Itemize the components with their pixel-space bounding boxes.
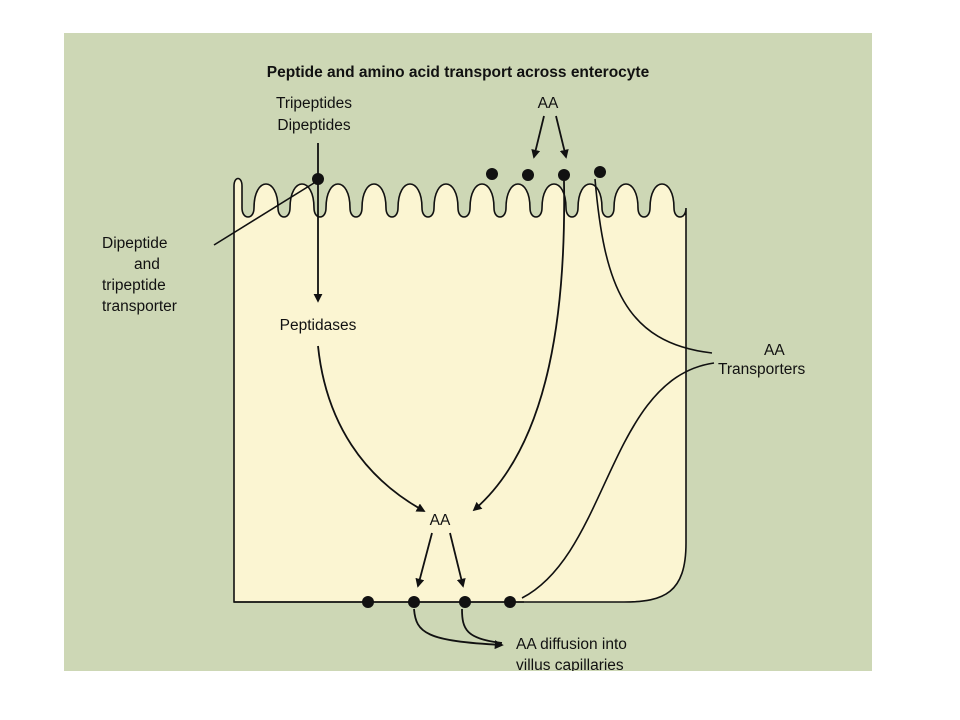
dipeptide-transporter-pointer (213, 182, 315, 246)
peptidases-to-aa-arrow (317, 345, 426, 512)
basolateral-aa-transporter-dot-3 (459, 596, 471, 608)
tripeptides-label: Tripeptides (276, 95, 352, 112)
diffusion-arrow-2 (461, 608, 503, 644)
dipeptide-transporter-dot (312, 173, 324, 185)
aa-out-arrow-1 (415, 532, 433, 588)
diffusion-label-line2: villus capillaries (516, 657, 624, 671)
transporter-label-line1: Dipeptide (102, 235, 168, 252)
basolateral-aa-transporter-dot-4 (504, 596, 516, 608)
enterocyte-diagram: Peptide and amino acid transport across … (64, 33, 872, 671)
aa-in-arrow-1 (531, 115, 545, 159)
aa-transporters-label-line1: AA (764, 342, 785, 359)
enterocyte-cell (233, 177, 687, 603)
aa-out-arrow-2 (449, 532, 466, 588)
dipeptides-label: Dipeptides (277, 117, 350, 134)
basolateral-transporter-pointer (521, 362, 715, 599)
apical-aa-transporter-dot-4 (594, 166, 606, 178)
transporter-label-line4: transporter (102, 298, 177, 315)
transporter-label-line2: and (134, 256, 160, 273)
diagram-canvas: Peptide and amino acid transport across … (102, 64, 806, 671)
diagram-title: Peptide and amino acid transport across … (267, 64, 650, 81)
transporter-label-line3: tripeptide (102, 277, 166, 294)
apical-aa-transporter-dot-2 (522, 169, 534, 181)
aa-center-label: AA (430, 512, 451, 529)
aa-in-arrow-2 (555, 115, 569, 159)
apical-aa-transporter-dot-1 (486, 168, 498, 180)
apical-aa-to-center-arrow (472, 180, 566, 512)
apical-transporter-pointer (594, 178, 713, 354)
aa-top-label: AA (538, 95, 559, 112)
basolateral-aa-transporter-dot-1 (362, 596, 374, 608)
basolateral-aa-transporter-dot-2 (408, 596, 420, 608)
apical-aa-transporter-dot-3 (558, 169, 570, 181)
aa-transporters-label-line2: Transporters (718, 361, 806, 378)
diffusion-label-line1: AA diffusion into (516, 636, 627, 653)
diffusion-arrow-1 (413, 608, 504, 650)
peptidases-label: Peptidases (280, 317, 357, 334)
